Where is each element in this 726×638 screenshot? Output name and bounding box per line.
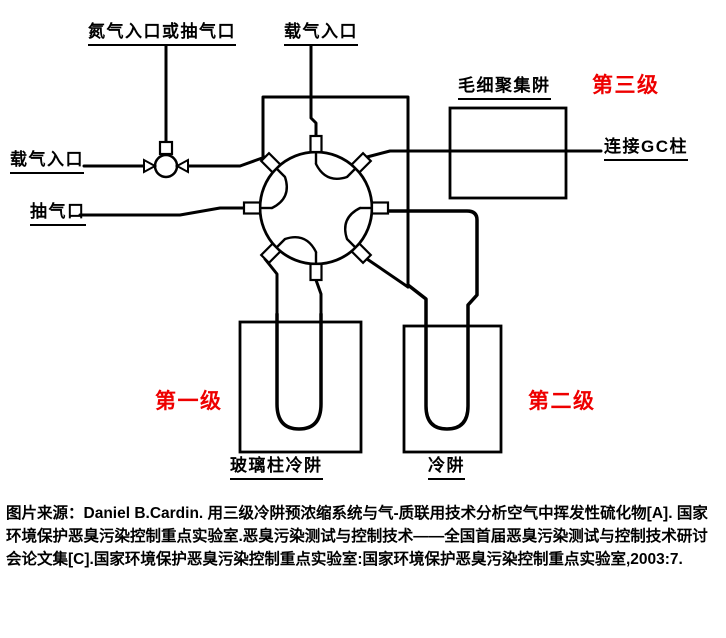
cold-trap-box <box>402 324 503 454</box>
valve-port-w <box>242 201 272 215</box>
three-way-valve <box>143 140 189 179</box>
valve-channels <box>270 162 362 254</box>
valve-port-se <box>346 238 373 265</box>
label-gc-column: 连接GC柱 <box>604 137 688 161</box>
label-stage-one: 第一级 <box>155 390 223 413</box>
label-glass-column-trap: 玻璃柱冷阱 <box>230 456 323 480</box>
diagram-drawing <box>78 44 603 454</box>
u-tubes <box>275 209 479 431</box>
valve-port-s <box>309 252 323 282</box>
label-stage-three: 第三级 <box>592 74 660 97</box>
valve-port-n <box>309 134 323 164</box>
pump-port-line <box>78 206 246 217</box>
valve-output-line <box>186 155 267 168</box>
label-carrier-inlet-top: 载气入口 <box>284 22 358 46</box>
label-capillary-trap: 毛细聚集阱 <box>458 76 551 100</box>
rotary-valve <box>242 134 390 282</box>
source-caption: 图片来源：Daniel B.Cardin. 用三级冷阱预浓缩系统与气-质联用技术… <box>6 505 708 568</box>
valve-knob <box>153 153 179 179</box>
label-nitrogen-inlet: 氮气入口或抽气口 <box>88 22 236 46</box>
gc-column-line <box>365 149 603 159</box>
sw-port-line <box>263 257 279 316</box>
trap-boxes <box>238 106 568 454</box>
valve-port-sw <box>259 238 286 265</box>
transfer-line <box>261 95 410 289</box>
label-cold-trap: 冷阱 <box>428 456 465 480</box>
se-port-line <box>365 257 410 289</box>
label-carrier-inlet-left: 载气入口 <box>10 150 84 174</box>
carrier-top-line <box>309 44 318 138</box>
valve-left-seat <box>143 158 158 174</box>
label-stage-two: 第二级 <box>528 390 596 413</box>
valve-right-seat <box>174 158 189 174</box>
left-u-tube <box>275 312 323 431</box>
valve-port-nw <box>259 151 286 178</box>
glass-trap-box <box>238 320 363 454</box>
connection-lines <box>78 44 603 316</box>
valve-stem <box>158 140 174 156</box>
label-pump-outlet: 抽气口 <box>30 202 86 226</box>
s-port-line <box>314 278 323 316</box>
valve-port-ne <box>346 151 373 178</box>
valve-port-e <box>360 201 390 215</box>
capillary-trap-box <box>448 106 568 200</box>
valve-ports <box>242 134 390 282</box>
right-u-tube <box>384 209 479 431</box>
